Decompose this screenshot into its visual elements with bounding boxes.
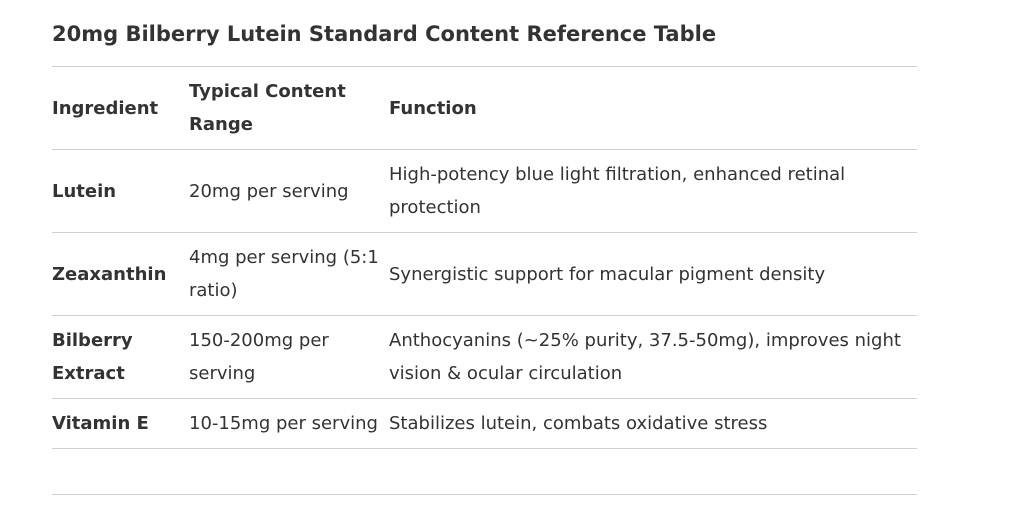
bottom-divider bbox=[52, 494, 917, 495]
ingredient-cell: Zeaxanthin bbox=[52, 232, 189, 316]
header-typical-content-range: Typical Content Range bbox=[189, 66, 389, 150]
function-cell: Synergistic support for macular pigment … bbox=[389, 232, 917, 316]
table-row: Bilberry Extract 150-200mg per serving A… bbox=[52, 315, 917, 399]
table-body: Lutein 20mg per serving High-potency blu… bbox=[52, 149, 917, 449]
table-header: Ingredient Typical Content Range Functio… bbox=[52, 66, 917, 150]
header-function: Function bbox=[389, 66, 917, 150]
range-cell: 10-15mg per serving bbox=[189, 398, 389, 449]
function-cell: High-potency blue light filtration, enha… bbox=[389, 149, 917, 233]
header-ingredient: Ingredient bbox=[52, 66, 189, 150]
ingredient-cell: Vitamin E bbox=[52, 398, 189, 449]
range-cell: 150-200mg per serving bbox=[189, 315, 389, 399]
content-reference-table: Ingredient Typical Content Range Functio… bbox=[52, 66, 917, 449]
table-title: 20mg Bilberry Lutein Standard Content Re… bbox=[52, 22, 717, 46]
ingredient-cell: Bilberry Extract bbox=[52, 315, 189, 399]
table-row: Vitamin E 10-15mg per serving Stabilizes… bbox=[52, 398, 917, 449]
range-cell: 4mg per serving (5:1 ratio) bbox=[189, 232, 389, 316]
table-row: Lutein 20mg per serving High-potency blu… bbox=[52, 149, 917, 233]
table-row: Zeaxanthin 4mg per serving (5:1 ratio) S… bbox=[52, 232, 917, 316]
ingredient-cell: Lutein bbox=[52, 149, 189, 233]
function-cell: Stabilizes lutein, combats oxidative str… bbox=[389, 398, 917, 449]
header-row: Ingredient Typical Content Range Functio… bbox=[52, 66, 917, 150]
range-cell: 20mg per serving bbox=[189, 149, 389, 233]
function-cell: Anthocyanins (~25% purity, 37.5-50mg), i… bbox=[389, 315, 917, 399]
